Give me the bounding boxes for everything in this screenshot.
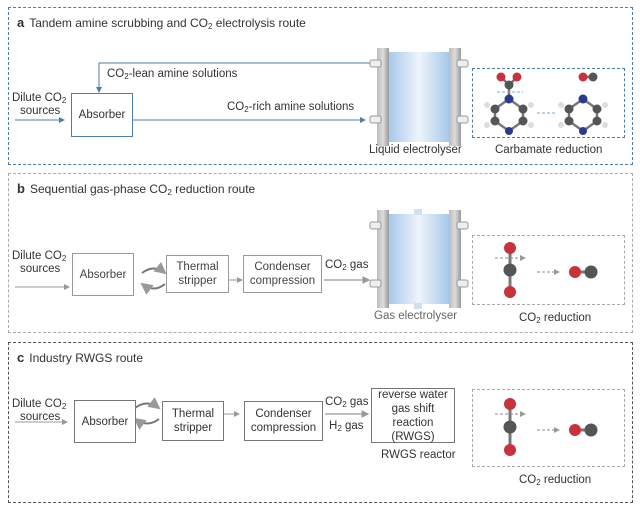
rich-label: CO2-rich amine solutions [227, 101, 355, 114]
co2-gas-label: CO2 gas [325, 396, 369, 409]
gas-electrolyser-icon [369, 209, 469, 309]
lean-label: CO2-lean amine solutions [107, 68, 238, 81]
co2-molecule-box [472, 389, 625, 467]
h2-gas-label: H2 gas [329, 420, 364, 433]
co2-reduction-molecule-icon [495, 398, 598, 456]
co2-molecule-box [472, 235, 625, 305]
carbamate-reduction-label: Carbamate reduction [495, 144, 603, 156]
panel-c-arrows [15, 397, 370, 430]
liquid-electrolyser-icon [369, 48, 469, 146]
co2-reduction-label: CO2 reduction [519, 312, 592, 325]
rwgs-reactor-label: RWGS reactor [381, 449, 456, 461]
panel-b-arrows [15, 262, 371, 295]
lean-return-arrow [96, 62, 371, 93]
co2-reduction-molecule-icon [495, 242, 598, 298]
co2-gas-label: CO2 gas [325, 259, 369, 272]
carbamate-molecule-box [472, 68, 625, 138]
absorber-box: Absorber [71, 93, 133, 137]
gas-electrolyser-label: Gas electrolyser [374, 310, 458, 322]
absorber-box: Absorber [74, 400, 136, 443]
co2-reduction-label: CO2 reduction [519, 474, 592, 487]
absorber-box: Absorber [72, 253, 134, 296]
carbamate-molecule-icon [484, 72, 608, 135]
liquid-electrolyser-label: Liquid electrolyser [369, 144, 462, 156]
panel-a-arrows [15, 62, 371, 123]
